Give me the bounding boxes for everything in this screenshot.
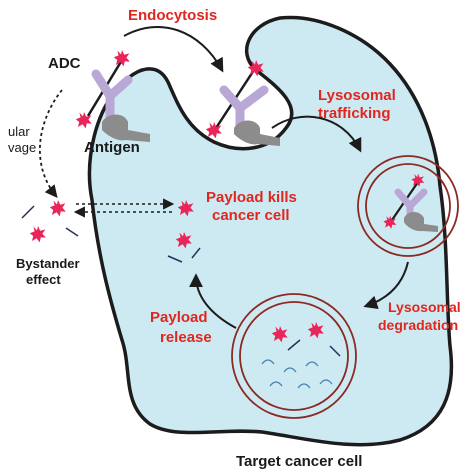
adc-label: ADC	[48, 55, 81, 72]
antigen-receptor-outside	[102, 114, 150, 142]
lysosome-degradation	[231, 293, 357, 419]
bystander-label-line1: Bystander	[16, 256, 80, 271]
lysosomal-trafficking-label-line2: trafficking	[318, 105, 391, 122]
payload-release-label-line1: Payload	[150, 309, 208, 326]
antigen-label: Antigen	[84, 139, 140, 156]
cleavage-label-line1: ular	[8, 124, 30, 139]
payload-release-arrow	[189, 273, 237, 329]
endocytosis-arrow	[123, 26, 224, 73]
bystander-label-line2: effect	[26, 272, 61, 287]
payload-kills-label-line2: cancer cell	[212, 207, 290, 224]
payload-kills-label-line1: Payload kills	[206, 189, 297, 206]
payload-release-label-line2: release	[160, 329, 212, 346]
lysosomal-degradation-label-line1: Lysosomal	[388, 299, 461, 315]
free-payload-inside	[167, 200, 201, 263]
extracellular-cleavage-arrow	[39, 89, 63, 198]
lysosomal-degradation-label-line2: degradation	[378, 317, 458, 333]
bystander-payload	[21, 200, 79, 243]
cleavage-label-line2: vage	[8, 140, 36, 155]
target-cancer-cell-body	[87, 15, 454, 447]
target-cancer-cell-caption: Target cancer cell	[236, 453, 362, 470]
adc-antibody-outside	[75, 50, 133, 129]
degradation-arrow	[363, 261, 409, 310]
endocytosis-label: Endocytosis	[128, 7, 217, 24]
lysosome-trafficking	[357, 155, 459, 257]
trafficking-arrow	[271, 115, 362, 153]
antigen-receptor-endocytosed	[234, 120, 280, 146]
lysosomal-trafficking-label-line1: Lysosomal	[318, 87, 396, 104]
